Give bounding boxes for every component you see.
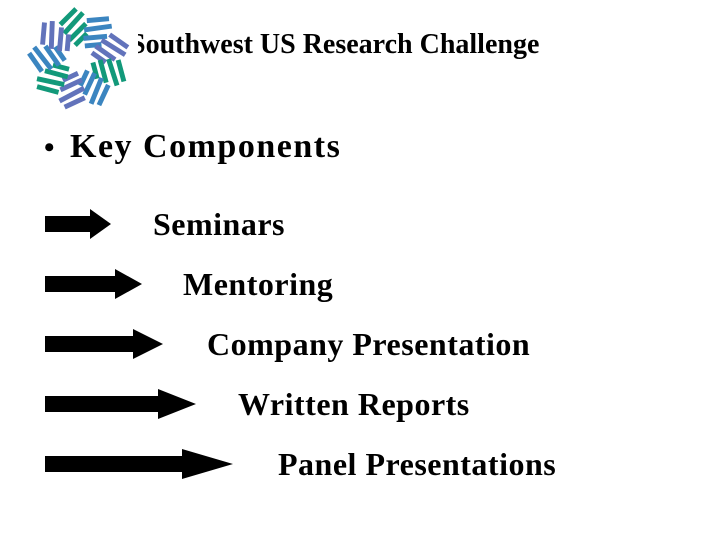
right-arrow-icon: [45, 209, 111, 239]
list-item: Written Reports: [45, 388, 470, 420]
slide-title: Southwest US Research Challenge: [130, 29, 540, 60]
list-item-label: Company Presentation: [207, 326, 531, 362]
key-components-heading: • Key Components: [44, 130, 341, 164]
list-item-label: Written Reports: [238, 386, 470, 422]
heading-label: Key Components: [70, 128, 342, 165]
right-arrow-icon: [45, 449, 233, 479]
pinwheel-logo-icon: [27, 7, 130, 110]
right-arrow-icon: [45, 329, 163, 359]
right-arrow-icon: [45, 269, 142, 299]
list-item: Seminars: [45, 208, 285, 240]
list-item: Company Presentation: [45, 328, 530, 360]
list-item: Mentoring: [45, 268, 333, 300]
bullet-icon: •: [44, 131, 57, 164]
list-item-label: Seminars: [153, 206, 285, 242]
list-item: Panel Presentations: [45, 448, 556, 480]
list-item-label: Panel Presentations: [278, 446, 557, 482]
right-arrow-icon: [45, 389, 196, 419]
pinwheel-logo: [20, 0, 138, 118]
list-item-label: Mentoring: [183, 266, 334, 302]
